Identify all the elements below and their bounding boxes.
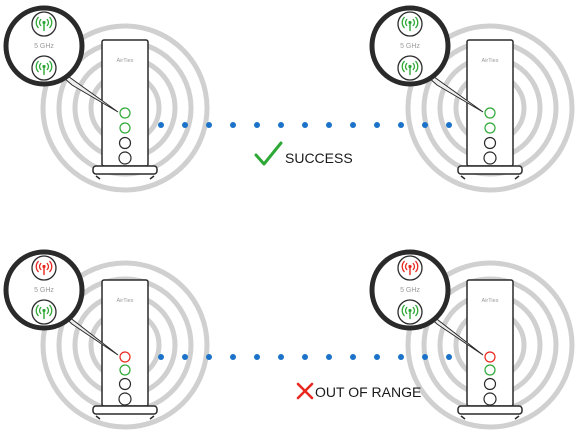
- led-magnifier: 5 GHz: [3, 5, 85, 87]
- cross-icon: [296, 382, 314, 400]
- led-power: [483, 377, 497, 391]
- status-label: SUCCESS: [285, 150, 353, 166]
- checkmark-icon: [254, 141, 283, 166]
- pair-button: [483, 392, 497, 406]
- pair-button: [118, 151, 132, 165]
- led-2ghz: [119, 364, 131, 376]
- status-success: SUCCESS: [254, 141, 353, 166]
- brand-label: AirTies: [482, 58, 499, 64]
- band-label: 5 GHz: [34, 287, 54, 294]
- device-body: AirTies: [457, 279, 523, 420]
- device-body: AirTies: [92, 279, 158, 420]
- device-leds: [118, 107, 132, 165]
- status-out-of-range: OUT OF RANGE: [296, 382, 421, 400]
- band-label: 5 GHz: [34, 43, 54, 50]
- led-5ghz: [484, 107, 496, 119]
- led-2ghz: [119, 122, 131, 134]
- left-extender: AirTies 5 GHz: [3, 249, 210, 430]
- device-leds: [483, 107, 497, 165]
- pair-button: [118, 392, 132, 406]
- device-leds: [483, 351, 497, 406]
- device-body: AirTies: [92, 39, 158, 180]
- led-magnifier: 5 GHz: [369, 249, 451, 331]
- band-label: 5 GHz: [400, 43, 420, 50]
- band-label: 5 GHz: [400, 287, 420, 294]
- link-dots: [158, 122, 452, 128]
- right-extender: AirTies 5 GHz: [369, 5, 575, 193]
- status-label: OUT OF RANGE: [315, 384, 421, 400]
- led-power: [118, 377, 132, 391]
- left-extender: AirTies 5 GHz: [3, 5, 210, 193]
- scenario-out-of-range: AirTies 5 GHz: [3, 249, 575, 430]
- led-magnifier: 5 GHz: [369, 5, 451, 87]
- led-5ghz: [119, 107, 131, 119]
- led-power: [118, 136, 132, 150]
- pair-button: [483, 151, 497, 165]
- brand-label: AirTies: [117, 58, 134, 64]
- brand-label: AirTies: [482, 298, 499, 304]
- led-magnifier: 5 GHz: [3, 249, 85, 331]
- device-leds: [118, 351, 132, 406]
- led-power: [483, 136, 497, 150]
- led-5ghz: [119, 351, 131, 363]
- led-2ghz: [484, 364, 496, 376]
- led-5ghz: [484, 351, 496, 363]
- led-2ghz: [484, 122, 496, 134]
- device-body: AirTies: [457, 39, 523, 180]
- right-extender: AirTies 5 GHz: [369, 249, 575, 430]
- link-dots: [158, 354, 452, 360]
- scenario-success: AirTies 5 GHz: [3, 5, 575, 193]
- brand-label: AirTies: [117, 298, 134, 304]
